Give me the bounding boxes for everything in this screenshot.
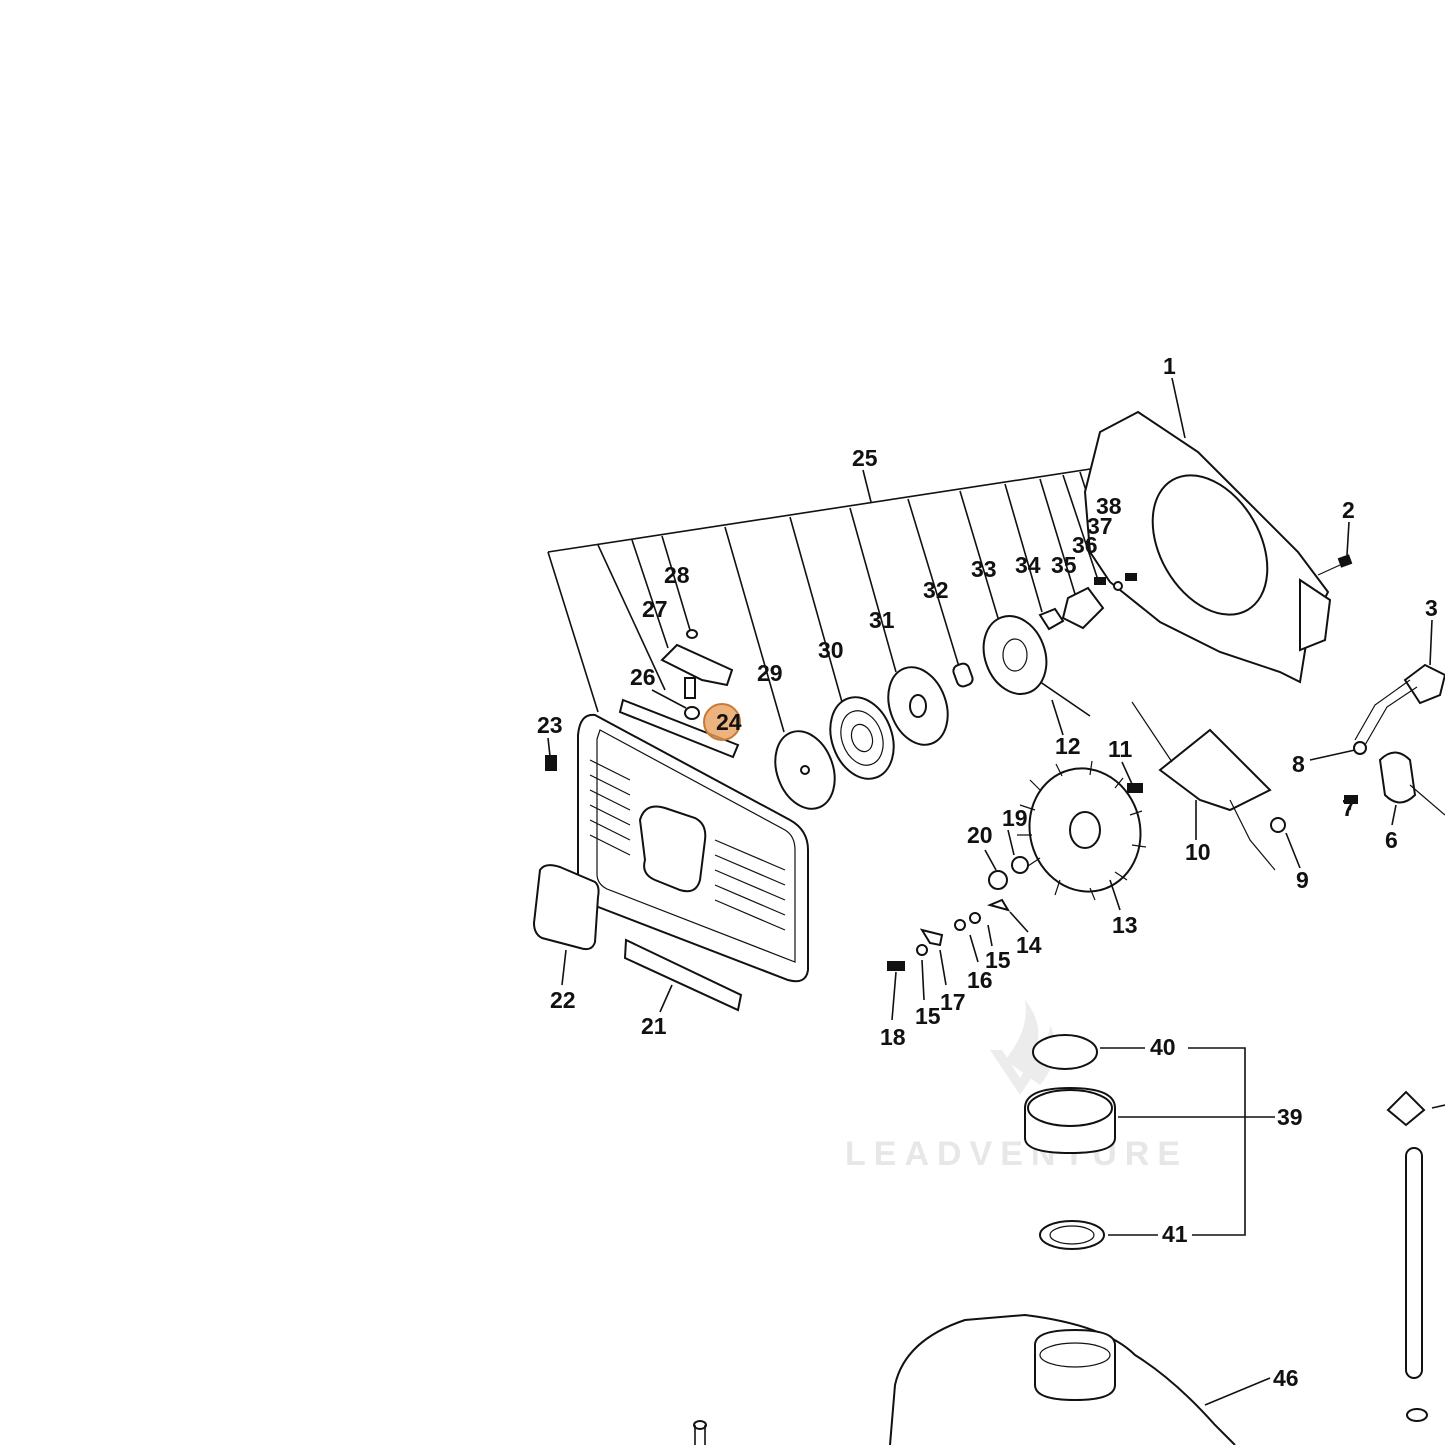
label-7: 7 xyxy=(1342,795,1355,821)
label-41: 41 xyxy=(1162,1221,1188,1247)
label-39: 39 xyxy=(1277,1104,1303,1130)
label-28: 28 xyxy=(664,562,690,588)
label-14: 14 xyxy=(1016,932,1042,958)
label-18: 18 xyxy=(880,1024,906,1050)
label-6: 6 xyxy=(1385,827,1398,853)
label-26: 26 xyxy=(630,664,656,690)
part-starter-cover xyxy=(532,689,809,1013)
label-21: 21 xyxy=(641,1013,667,1039)
label-25: 25 xyxy=(852,445,878,471)
part-6-ignition-coil xyxy=(1309,679,1445,826)
part-46-fuel-tank xyxy=(693,1313,1271,1445)
label-1: 1 xyxy=(1163,353,1176,379)
part-13-flywheel xyxy=(1017,760,1147,911)
label-27: 27 xyxy=(642,596,668,622)
label-33: 33 xyxy=(971,556,997,582)
label-12: 12 xyxy=(1055,733,1081,759)
label-30: 30 xyxy=(818,637,844,663)
bracket-25 xyxy=(547,467,1131,733)
part-1-shroud xyxy=(1083,377,1332,684)
label-38: 38 xyxy=(1096,493,1122,519)
label-20: 20 xyxy=(967,822,993,848)
label-31: 31 xyxy=(869,607,895,633)
part-2-bolt xyxy=(1317,521,1353,576)
recoil-starter-assembly xyxy=(660,573,1137,810)
label-46: 46 xyxy=(1273,1365,1299,1391)
label-13: 13 xyxy=(1112,912,1138,938)
label-10: 10 xyxy=(1185,839,1211,865)
label-17: 17 xyxy=(940,989,966,1015)
label-36: 36 xyxy=(1072,532,1098,558)
label-9: 9 xyxy=(1296,867,1309,893)
label-35: 35 xyxy=(1051,552,1077,578)
label-15b: 15 xyxy=(915,1003,941,1029)
label-16: 16 xyxy=(967,967,993,993)
hardware-14-20 xyxy=(887,829,1029,1021)
label-19: 19 xyxy=(1002,805,1028,831)
label-37: 37 xyxy=(1087,513,1113,539)
label-22: 22 xyxy=(550,987,576,1013)
label-15a: 15 xyxy=(985,947,1011,973)
part-labels: 1 2 3 6 7 8 9 10 11 12 13 14 15 15 16 17… xyxy=(537,353,1438,1391)
fuel-cap-assembly xyxy=(1024,1034,1275,1250)
label-23: 23 xyxy=(537,712,563,738)
label-11: 11 xyxy=(1108,736,1133,762)
part-3-plug-cap xyxy=(1403,619,1445,705)
label-3: 3 xyxy=(1425,595,1438,621)
label-24[interactable]: 24 xyxy=(716,709,742,735)
label-2: 2 xyxy=(1342,497,1355,523)
label-40: 40 xyxy=(1150,1034,1176,1060)
label-34: 34 xyxy=(1015,552,1041,578)
highlight-marker-24[interactable] xyxy=(703,703,741,741)
part-10-stator xyxy=(1013,663,1301,871)
part-right-tube xyxy=(1386,1090,1445,1422)
watermark-text: LEADVENTURE xyxy=(845,1135,1188,1173)
label-29: 29 xyxy=(757,660,783,686)
label-32: 32 xyxy=(923,577,949,603)
label-8: 8 xyxy=(1292,751,1305,777)
